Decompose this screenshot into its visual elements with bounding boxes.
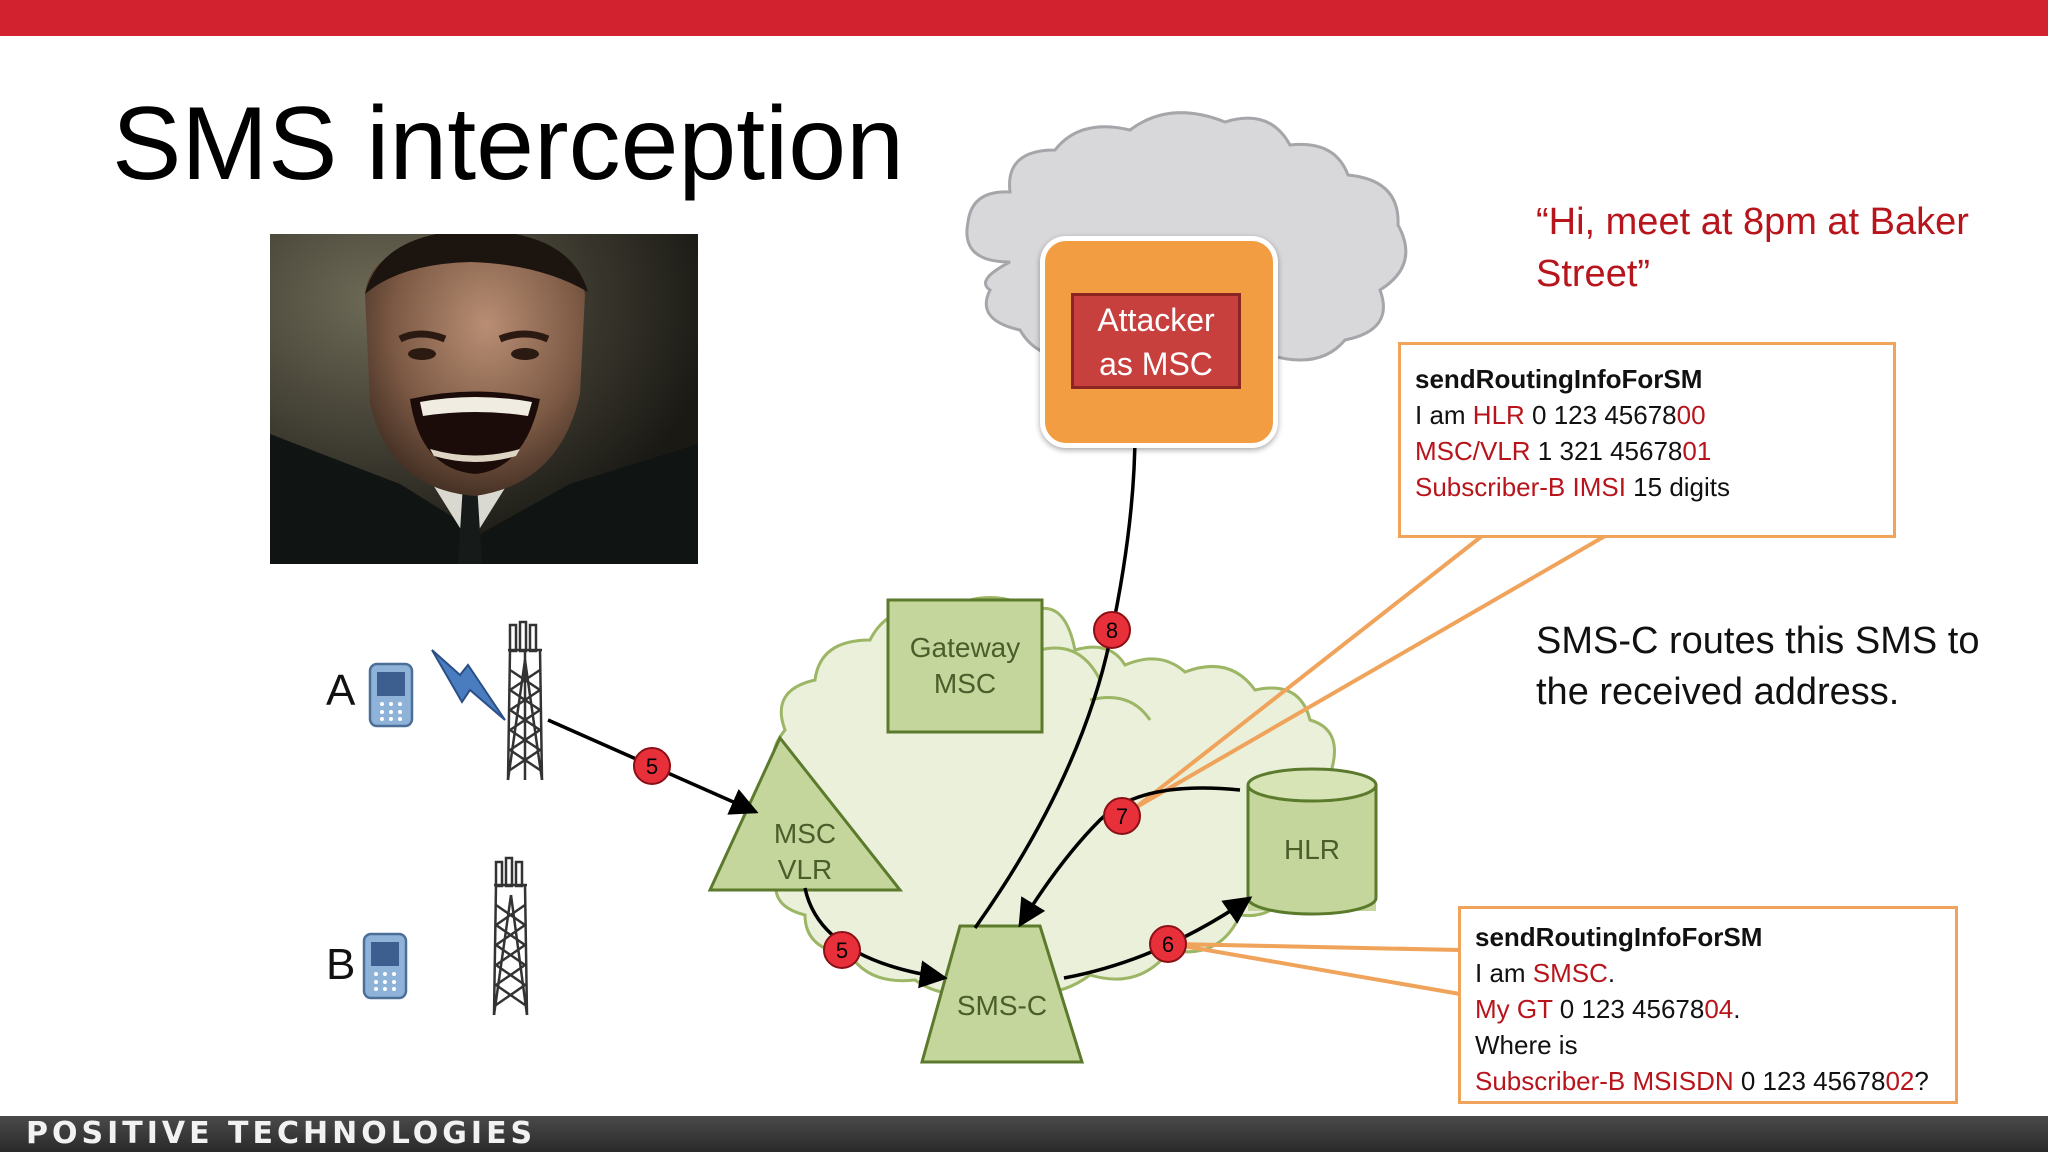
callout-hlr-response: sendRoutingInfoForSM I am HLR 0 123 4567… [1398,342,1896,538]
smsc-label: SMS-C [956,990,1048,1021]
step-badge-label: 7 [1116,804,1128,829]
radio-signal-icon [431,649,506,721]
step-badge: 5 [823,931,861,969]
callout-number: 1 321 45678 [1530,436,1683,466]
intercepted-message-quote: “Hi, meet at 8pm at Baker Street” [1536,201,1969,295]
callout-smsc-request: sendRoutingInfoForSM I am SMSC. My GT 0 … [1458,906,1958,1104]
step-badge: 6 [1149,925,1187,963]
callout-number-tail: 01 [1682,436,1712,466]
gateway-msc-label-line1: Gateway [909,632,1021,663]
callout-heading: sendRoutingInfoForSM [1475,922,1763,952]
callout-number: 0 123 45678 [1552,994,1705,1024]
msc-vlr-label-line1: MSC [773,818,837,849]
gateway-msc-node [886,598,1044,734]
msc-vlr-label: MSC VLR [740,816,870,888]
callout-number-tail: 02 [1885,1066,1915,1096]
step-badge-label: 6 [1162,932,1174,957]
callout-line: Subscriber-B MSISDN 0 123 4567802? [1475,1063,1941,1099]
smsc-node [920,924,1085,1064]
step-badge: 8 [1093,611,1131,649]
step-badge: 5 [633,747,671,785]
callout-number-tail: 04 [1704,994,1734,1024]
callout-highlight: My GT [1475,994,1553,1024]
attacker-label-line1: Attacker [1097,302,1215,338]
callout-highlight: Subscriber-B IMSI [1415,472,1626,502]
cell-tower-b-icon [492,856,529,1016]
callout-number-tail: 00 [1676,400,1706,430]
callout-heading: sendRoutingInfoForSM [1415,364,1703,394]
callout-highlight: Subscriber-B MSISDN [1475,1066,1734,1096]
cell-tower-a-icon [506,620,544,781]
callout-highlight: HLR [1472,400,1525,430]
hlr-label: HLR [1283,834,1340,865]
gateway-msc-label: Gateway MSC [888,630,1042,702]
routing-note: SMS-C routes this SMS to the received ad… [1536,620,1980,713]
attacker-label-line2: as MSC [1099,346,1213,382]
agent-photo-image [270,234,698,564]
footer-bar [0,1116,2048,1152]
step-badge-label: 5 [646,754,658,779]
footer-brand-logo: POSITIVE TECHNOLOGIES [26,1116,537,1151]
phone-a-icon [368,662,414,728]
callout-line: My GT 0 123 4567804. [1475,991,1941,1027]
subscriber-a-label: A [326,666,356,715]
callout-line: Subscriber-B IMSI 15 digits [1415,469,1879,505]
step-badge: 7 [1103,797,1141,835]
hlr-node [1246,767,1378,916]
step-badge-label: 5 [836,938,848,963]
callout-number: 0 123 45678 [1524,400,1677,430]
callout-text: 15 digits [1625,472,1731,502]
callout-highlight: SMSC [1532,958,1608,988]
attacker-node: Attacker as MSC [1040,236,1278,448]
callout-text: . [1607,958,1616,988]
gateway-msc-label-line2: MSC [933,668,997,699]
callout-highlight: MSC/VLR [1415,436,1531,466]
callout-line: I am SMSC. [1475,955,1941,991]
callout-text: I am [1475,958,1533,988]
agent-photo [270,234,698,564]
attacker-as-msc-label: Attacker as MSC [1071,293,1241,389]
callout-text: . [1733,994,1741,1024]
callout-line: I am HLR 0 123 4567800 [1415,397,1879,433]
phone-b-icon [362,932,408,1000]
subscriber-b-label: B [326,940,356,989]
slide-title: SMS interception [112,86,904,202]
step-badge-label: 8 [1106,618,1118,643]
top-accent-bar [0,0,2048,36]
callout-text: I am [1415,400,1473,430]
callout-text: ? [1914,1066,1929,1096]
callout-line: Where is [1475,1030,1578,1060]
msc-vlr-label-line2: VLR [777,854,833,885]
callout-line: MSC/VLR 1 321 4567801 [1415,433,1879,469]
callout-number: 0 123 45678 [1733,1066,1886,1096]
